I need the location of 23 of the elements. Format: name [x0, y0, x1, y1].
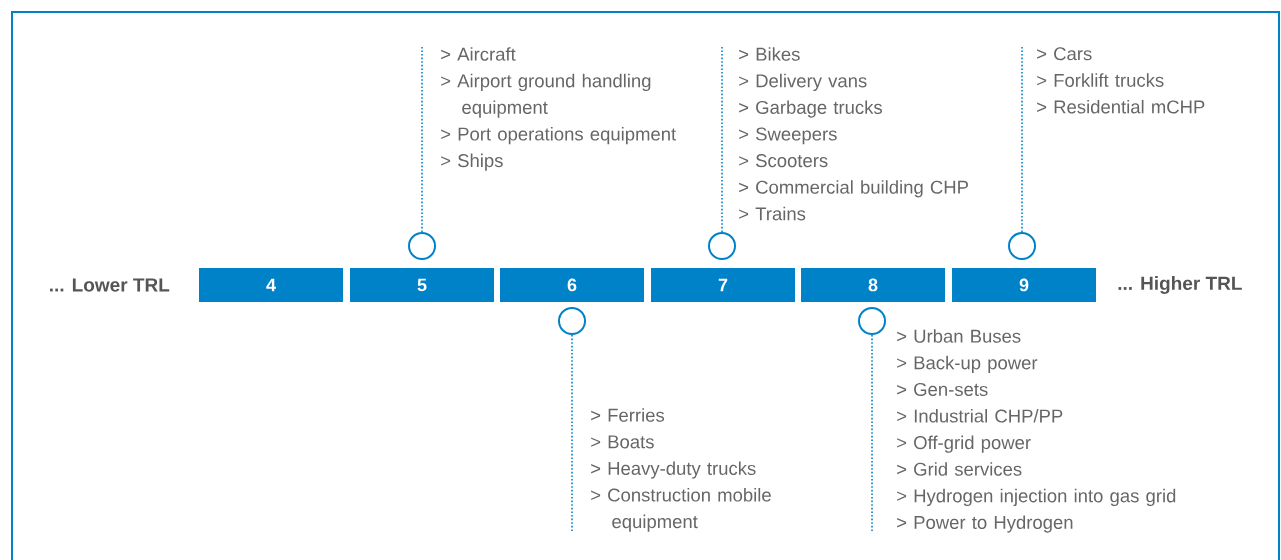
- application-list: > Aircraft > Airport ground handling equipment > Port operations equipment > Ships: [441, 47, 677, 171]
- trl-box: 4: [199, 268, 343, 302]
- marker-circle: [708, 232, 736, 260]
- leader-line: [721, 46, 723, 233]
- trl-box: 6: [500, 268, 644, 302]
- trl-box: 7: [651, 268, 795, 302]
- trl-box: 5: [350, 268, 494, 302]
- application-list: > Cars > Forklift trucks > Residential mCHP: [1037, 47, 1205, 114]
- application-list: > Ferries > Boats > Heavy-duty trucks > Construction mobile equipment: [591, 408, 771, 532]
- marker-circle: [858, 307, 886, 335]
- trl-box: 9: [952, 268, 1096, 302]
- leader-line: [421, 46, 423, 233]
- marker-circle: [408, 232, 436, 260]
- application-list: > Bikes > Delivery vans > Garbage trucks > Sweepers > Scooters > Commercial building CHP > Trains: [739, 47, 968, 221]
- leader-line: [871, 334, 873, 534]
- leader-line: [571, 334, 573, 533]
- marker-circle: [1008, 232, 1036, 260]
- trl-box: 8: [801, 268, 945, 302]
- application-list: > Urban Buses > Back-up power > Gen-sets > Industrial CHP/PP > Off-grid power > Grid services > Hydrogen injection into gas grid > Power to Hydrogen: [897, 329, 1176, 533]
- scale-end-label: ... Lower TRL: [50, 278, 170, 292]
- leader-line: [1021, 46, 1023, 233]
- scale-end-label: ... Higher TRL: [1118, 276, 1242, 294]
- marker-circle: [558, 307, 586, 335]
